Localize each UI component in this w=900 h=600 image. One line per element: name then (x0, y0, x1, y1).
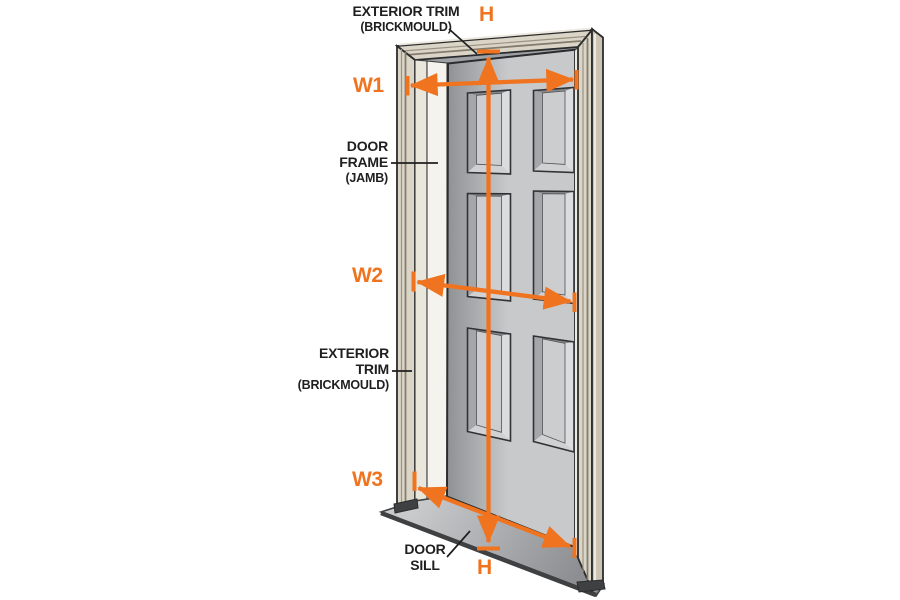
label-exterior-trim-left: EXTERIOR TRIM (BRICKMOULD) (296, 345, 390, 392)
label-door-frame-line2: FRAME (339, 153, 388, 170)
label-exterior-trim-left-line3: (BRICKMOULD) (297, 377, 390, 392)
label-door-sill-line1: DOOR (404, 541, 446, 557)
measurement-h-top: H (479, 3, 494, 26)
door-panel (532, 86, 575, 174)
measurement-w1: W1 (353, 74, 384, 97)
measurement-w2: W2 (352, 264, 383, 287)
label-exterior-trim-left-line1: EXTERIOR (319, 345, 389, 361)
label-exterior-trim-top-line2: (BRICKMOULD) (360, 19, 452, 34)
door-panel (532, 190, 575, 305)
label-door-frame-line1: DOOR (346, 138, 388, 154)
label-door-sill: DOOR SILL (395, 541, 455, 574)
measurement-h-bottom: H (477, 556, 492, 579)
label-door-frame-jamb: DOOR FRAME (JAMB) (300, 138, 388, 185)
w1-arrow (405, 68, 579, 97)
label-exterior-trim-top-line1: EXTERIOR TRIM (352, 3, 460, 19)
label-exterior-trim-top: EXTERIOR TRIM (BRICKMOULD) (336, 3, 476, 34)
label-door-sill-line2: SILL (410, 556, 440, 573)
label-door-frame-line3: (JAMB) (345, 170, 388, 185)
measurement-w3: W3 (352, 468, 383, 491)
w3-arrow (412, 471, 577, 558)
frame-right-bar (576, 27, 606, 593)
door-panel (532, 335, 575, 454)
w2-arrow (411, 271, 577, 312)
label-exterior-trim-left-line2: TRIM (355, 360, 390, 377)
